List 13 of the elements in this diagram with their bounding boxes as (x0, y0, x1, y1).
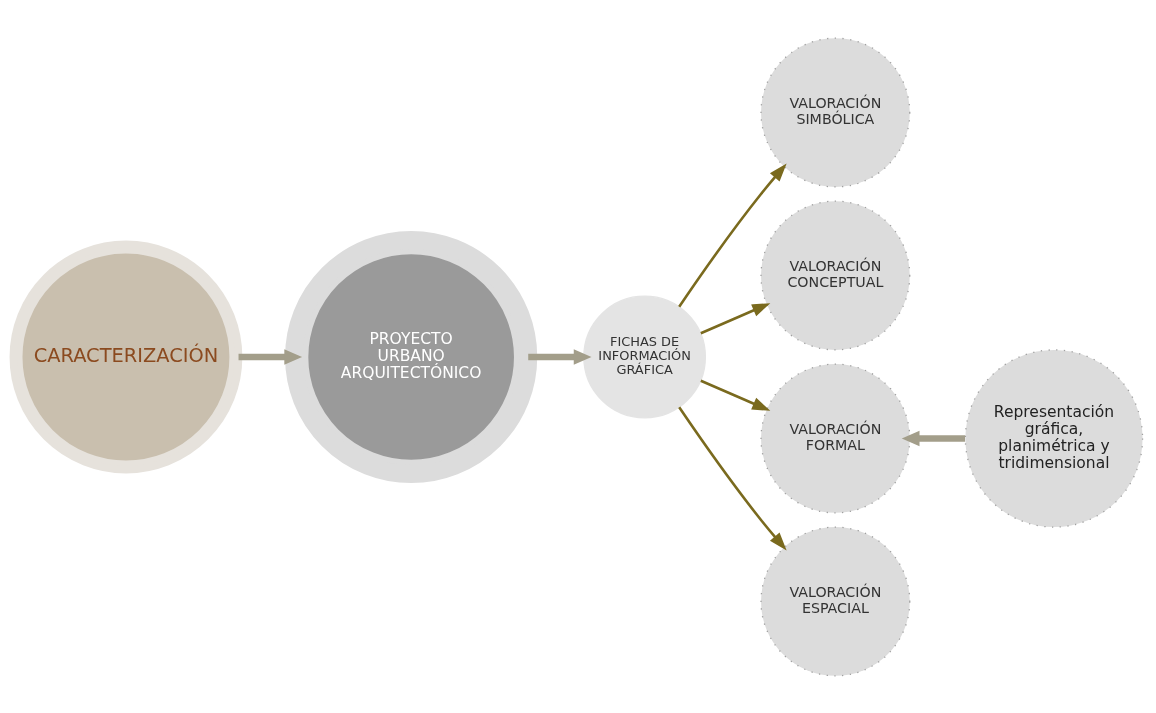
arrow (678, 406, 787, 550)
node-circle: VALORACIÓN SIMBÓLICA (760, 37, 911, 188)
arrow (238, 348, 303, 365)
node-circle: Representación gráfica, planimétrica y tridimensional (964, 348, 1144, 528)
node-circle: VALORACIÓN CONCEPTUAL (760, 200, 911, 351)
arrow (901, 430, 966, 446)
node-circle: CARACTERIZACIÓN (9, 240, 243, 473)
arrow (700, 379, 771, 411)
node-circle: FICHAS DE INFORMACIÓN GRÁFICA (583, 295, 707, 418)
node-circle: VALORACIÓN ESPACIAL (760, 525, 911, 676)
node-circle: VALORACIÓN FORMAL (760, 362, 911, 513)
arrow (700, 302, 771, 334)
arrow (678, 163, 787, 307)
